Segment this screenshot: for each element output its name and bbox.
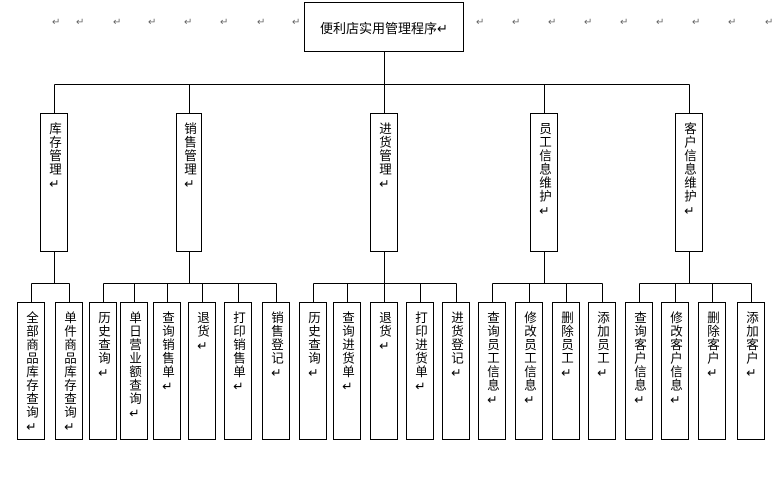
paragraph-mark-icon: ↵ (584, 17, 593, 28)
module-employee: 员工信息维护↵ (530, 113, 558, 252)
leaf-label: 修改客户信息↵ (668, 311, 683, 408)
leaf-node: 添加员工↵ (588, 302, 616, 440)
paragraph-mark-icon: ↵ (512, 17, 521, 28)
leaf-node: 修改员工信息↵ (515, 302, 543, 440)
leaf-node: 历史查询↵ (89, 302, 117, 440)
leaf-label: 进货登记↵ (449, 311, 464, 381)
paragraph-mark-icon: ↵ (52, 17, 61, 28)
leaf-label: 查询销售单↵ (160, 311, 175, 395)
leaf-node: 退货↵ (188, 302, 216, 440)
module-sales: 销售管理↵ (176, 113, 202, 252)
leaf-node: 打印进货单↵ (406, 302, 434, 440)
module-label: 进货管理↵ (377, 122, 392, 192)
leaf-node: 历史查询↵ (299, 302, 327, 440)
module-purchase: 进货管理↵ (370, 113, 398, 252)
paragraph-mark-icon: ↵ (292, 17, 301, 28)
module-inventory: 库存管理↵ (40, 113, 68, 252)
root-label: 便利店实用管理程序↵ (320, 21, 448, 37)
leaf-label: 退货↵ (195, 311, 210, 354)
leaf-label: 删除客户↵ (705, 311, 720, 381)
paragraph-mark-icon: ↵ (220, 17, 229, 28)
leaf-label: 全部商品库存查询↵ (24, 311, 39, 435)
leaf-node: 删除员工↵ (552, 302, 580, 440)
leaf-node: 退货↵ (370, 302, 398, 440)
leaf-node: 单日营业额查询↵ (120, 302, 148, 440)
leaf-node: 删除客户↵ (698, 302, 726, 440)
leaf-label: 查询客户信息↵ (632, 311, 647, 408)
leaf-label: 退货↵ (377, 311, 392, 354)
leaf-node: 查询员工信息↵ (478, 302, 506, 440)
leaf-node: 打印销售单↵ (224, 302, 252, 440)
leaf-label: 历史查询↵ (306, 311, 321, 381)
leaf-node: 销售登记↵ (262, 302, 290, 440)
leaf-node: 进货登记↵ (442, 302, 470, 440)
leaf-node: 查询销售单↵ (153, 302, 181, 440)
leaf-node: 全部商品库存查询↵ (17, 302, 45, 440)
leaf-label: 添加客户↵ (744, 311, 759, 381)
leaf-label: 打印进货单↵ (413, 311, 428, 395)
paragraph-mark-icon: ↵ (548, 17, 557, 28)
root-node: 便利店实用管理程序↵ (304, 2, 464, 52)
module-label: 客户信息维护↵ (682, 122, 697, 219)
paragraph-mark-icon: ↵ (184, 17, 193, 28)
module-label: 销售管理↵ (182, 122, 197, 192)
leaf-label: 单件商品库存查询↵ (62, 311, 77, 435)
leaf-label: 添加员工↵ (595, 311, 610, 381)
paragraph-mark-icon: ↵ (656, 17, 665, 28)
leaf-node: 查询客户信息↵ (625, 302, 653, 440)
leaf-node: 修改客户信息↵ (661, 302, 689, 440)
leaf-node: 查询进货单↵ (333, 302, 361, 440)
paragraph-mark-icon: ↵ (76, 17, 85, 28)
module-label: 员工信息维护↵ (537, 122, 552, 219)
paragraph-mark-icon: ↵ (692, 17, 701, 28)
leaf-label: 修改员工信息↵ (522, 311, 537, 408)
paragraph-mark-icon: ↵ (620, 17, 629, 28)
leaf-node: 单件商品库存查询↵ (55, 302, 83, 440)
leaf-label: 历史查询↵ (96, 311, 111, 381)
leaf-label: 查询进货单↵ (340, 311, 355, 395)
paragraph-mark-icon: ↵ (728, 17, 737, 28)
paragraph-mark-icon: ↵ (257, 17, 266, 28)
paragraph-mark-icon: ↵ (765, 17, 774, 28)
module-customer: 客户信息维护↵ (675, 113, 703, 252)
module-label: 库存管理↵ (47, 122, 62, 192)
paragraph-mark-icon: ↵ (148, 17, 157, 28)
paragraph-mark-icon: ↵ (113, 17, 122, 28)
leaf-node: 添加客户↵ (737, 302, 765, 440)
paragraph-mark-icon: ↵ (476, 17, 485, 28)
leaf-label: 删除员工↵ (559, 311, 574, 381)
leaf-label: 销售登记↵ (269, 311, 284, 381)
leaf-label: 查询员工信息↵ (485, 311, 500, 408)
leaf-label: 单日营业额查询↵ (127, 311, 142, 422)
leaf-label: 打印销售单↵ (231, 311, 246, 395)
